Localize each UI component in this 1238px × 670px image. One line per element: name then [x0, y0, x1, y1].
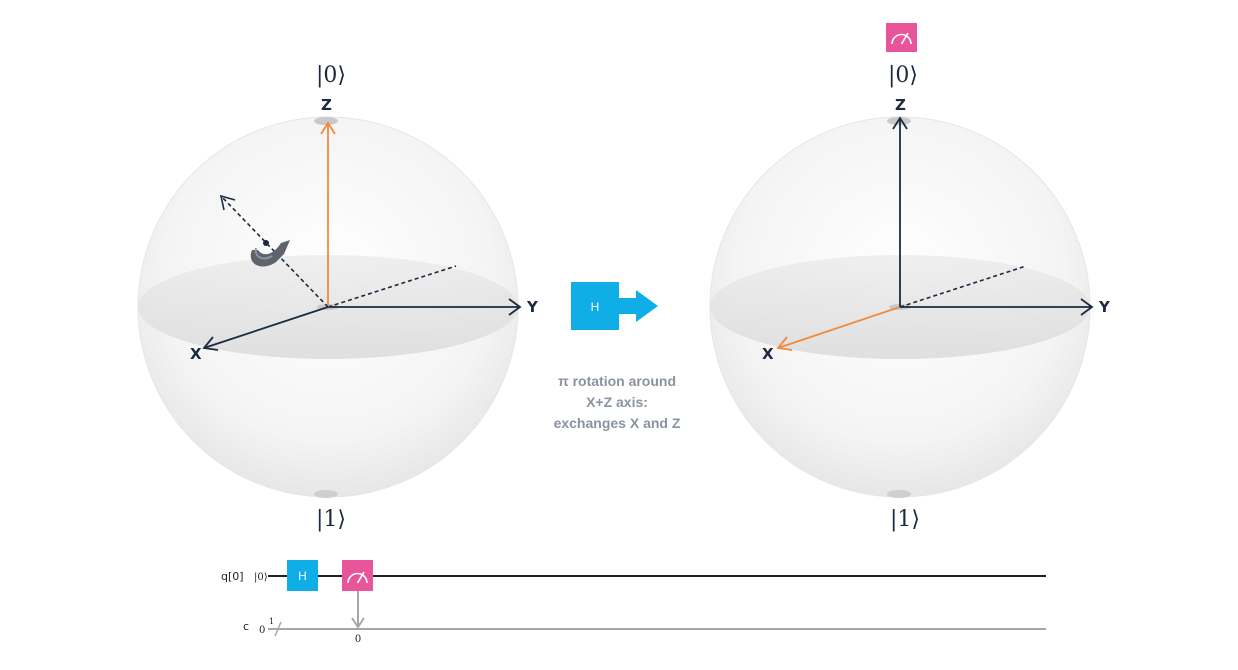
right-z-label: Z — [895, 96, 906, 114]
left-x-arrowhead — [202, 336, 219, 351]
qubit-init-state: |0⟩ — [254, 572, 268, 583]
measure-target-label: 0 — [355, 634, 361, 645]
transition-arrow-head — [636, 290, 658, 322]
right-x-label: X — [762, 345, 774, 363]
right-state-vector — [777, 306, 901, 349]
classical-init: 0 — [259, 625, 265, 636]
right-bloch-sphere: Z Y X |0⟩ |1⟩ — [709, 23, 1111, 532]
left-top-state: |0⟩ — [316, 63, 346, 88]
left-y-arrowhead — [508, 298, 522, 316]
left-bottom-state: |1⟩ — [316, 507, 346, 532]
left-north-pole — [314, 117, 338, 125]
circuit-measure-gate[interactable] — [342, 560, 373, 591]
right-z-arrowhead — [892, 116, 908, 130]
left-rotation-axis — [221, 196, 329, 308]
classical-width: 1 — [269, 617, 274, 626]
quantum-circuit: q[0] |0⟩ c 0 1 H 0 — [221, 560, 1046, 645]
right-minus-x-axis — [899, 265, 1027, 308]
rotation-arrow-icon — [250, 240, 290, 267]
right-state-vector-arrowhead — [776, 336, 793, 351]
left-rotation-axis-dot — [263, 240, 269, 246]
left-y-label: Y — [526, 298, 539, 316]
left-south-pole — [314, 490, 338, 498]
qubit-label: q[0] — [221, 570, 244, 583]
caption-line-3: exchanges X and Z — [554, 415, 681, 431]
transition: H π rotation around X+Z axis: exchanges … — [554, 282, 681, 431]
left-bloch-sphere: Z Y X |0⟩ |1⟩ — [137, 63, 539, 532]
measure-connector-arrowhead — [351, 617, 365, 629]
caption-line-1: π rotation around — [558, 373, 676, 389]
left-x-label: X — [190, 345, 202, 363]
right-y-label: Y — [1098, 298, 1111, 316]
left-rotation-axis-arrowhead — [219, 194, 236, 211]
left-x-axis — [203, 306, 329, 349]
right-bottom-state: |1⟩ — [890, 507, 920, 532]
meter-icon — [886, 23, 917, 52]
left-minus-x-axis — [327, 265, 457, 308]
classical-bus-slash — [274, 621, 282, 637]
right-south-pole — [887, 490, 911, 498]
right-y-arrowhead — [1080, 298, 1094, 316]
left-state-vector-arrowhead — [320, 121, 336, 135]
caption-line-2: X+Z axis: — [586, 394, 648, 410]
h-gate-box — [571, 282, 619, 330]
h-gate-label: H — [591, 300, 600, 314]
circuit-h-gate[interactable] — [287, 560, 318, 591]
right-top-state: |0⟩ — [888, 63, 918, 88]
left-z-label: Z — [321, 96, 332, 114]
classical-label: c — [243, 620, 249, 633]
circuit-h-gate-label: H — [298, 569, 307, 583]
transition-arrow-shaft — [618, 298, 638, 314]
